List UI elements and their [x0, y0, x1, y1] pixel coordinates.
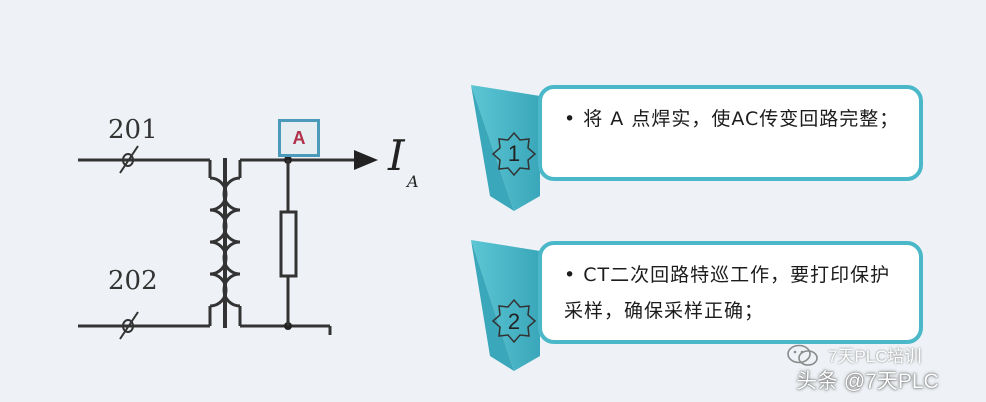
- current-arrow-icon: [354, 150, 378, 170]
- terminal-label-201: 201: [108, 115, 158, 145]
- current-subscript: A: [407, 172, 419, 191]
- burden-resistor: [279, 210, 298, 278]
- current-symbol: I: [388, 131, 405, 180]
- step-marker-1: [471, 85, 540, 211]
- terminal-mark-202: [119, 311, 139, 340]
- step-number-1: 1: [507, 141, 521, 166]
- secondary-coil: [222, 176, 241, 308]
- ammeter-label: A: [292, 127, 306, 148]
- step-callout-2: • CT二次回路特巡工作，要打印保护采样，确保采样正确；: [538, 241, 923, 344]
- watermark-bottom: 头条 @7天PLC: [796, 370, 939, 393]
- step-text-2: • CT二次回路特巡工作，要打印保护采样，确保采样正确；: [564, 264, 891, 322]
- star-badge-icon: [491, 298, 537, 344]
- step-text-1: • 将 A 点焊实，使AC传变回路完整；: [564, 108, 900, 130]
- terminal-mark-201: [119, 145, 139, 174]
- wechat-icon: [787, 344, 818, 366]
- star-badge-icon: [491, 131, 537, 177]
- step-marker-2: [471, 240, 540, 371]
- terminal-label-202: 202: [108, 266, 158, 296]
- watermark-top: 7天PLC培训: [828, 347, 922, 366]
- ammeter-box: A: [278, 119, 320, 157]
- step-callout-1: • 将 A 点焊实，使AC传变回路完整；: [538, 85, 923, 181]
- step-number-2: 2: [507, 309, 521, 334]
